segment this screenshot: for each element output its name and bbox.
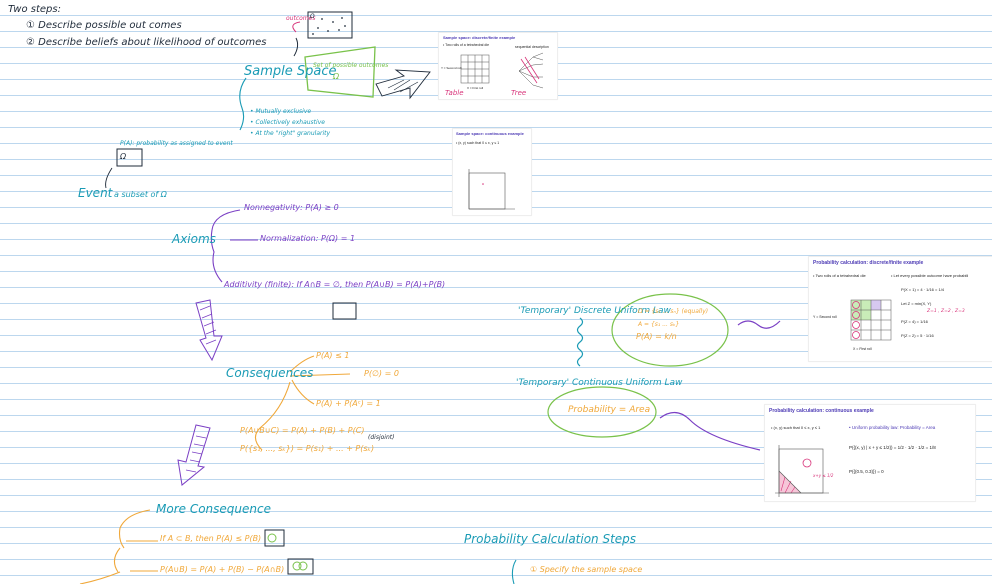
- set-of-outcomes-label: Set of possible outcomes: [313, 62, 389, 69]
- axiom-additivity: Additivity (finite): If A∩B = ∅, then P(…: [224, 280, 446, 289]
- slide-discrete-sample-space: Sample space: discrete/finite example • …: [438, 32, 558, 100]
- more-consequence-title: More Consequence: [156, 502, 271, 516]
- calc-continuous-bullet-1: • (x, y) such that 0 ≤ x, y ≤ 1: [771, 425, 821, 430]
- slide-continuous-figure: [468, 169, 515, 210]
- intro-heading: Two steps:: [8, 4, 61, 15]
- consequences-title: Consequences: [226, 366, 314, 380]
- discrete-uniform-line-2: A = {s₁ ... sₖ}: [638, 321, 680, 328]
- calc-discrete-title: Probability calculation: discrete/finite…: [813, 260, 924, 266]
- calc-continuous-formula: P({(x, y) | x + y ≤ 1/2}) = 1/2 · 1/2 · …: [849, 445, 936, 450]
- event-subtitle: a subset of Ω: [114, 190, 167, 199]
- outcomes-label: outcomes: [286, 15, 316, 22]
- calc-discrete-z-notes: Z=1 , Z=2 , Z=3: [927, 309, 965, 314]
- event-box-symbol: Ω: [120, 152, 127, 161]
- discrete-uniform-title: 'Temporary' Discrete Uniform Law: [518, 306, 671, 316]
- steps-step-1: ① Specify the sample space: [530, 565, 643, 574]
- slide-continuous-bullet: • (x, y) such that 0 ≤ x, y ≤ 1: [456, 141, 500, 145]
- consequence-2: P(∅) = 0: [364, 369, 399, 378]
- table-label: Table: [445, 89, 464, 97]
- discrete-uniform-line-3: P(A) = k/n: [636, 332, 677, 341]
- set-omega-symbol: Ω: [333, 72, 340, 81]
- calc-discrete-bullet-1: • Two rolls of a tetrahedral die: [813, 273, 866, 278]
- slide-calc-continuous: Probability calculation: continuous exam…: [764, 404, 976, 502]
- discrete-uniform-line-1: Ω = {s₁ ... sₙ} (equally): [638, 308, 709, 315]
- slide-discrete-figures: [460, 52, 544, 89]
- calc-discrete-y-axis: Y = Second roll: [813, 315, 837, 319]
- axiom-nonnegativity: Nonnegativity: P(A) ≥ 0: [244, 203, 339, 212]
- consequence-1: P(A) ≤ 1: [316, 351, 350, 360]
- intro-step-1: ① Describe possible out comes: [26, 20, 182, 31]
- consequence-5: P({s₁, ..., sₖ}) = P(s₁) + ... + P(sₖ): [240, 444, 375, 453]
- calc-discrete-x-axis: X = First roll: [853, 347, 872, 351]
- intro-step-2: ② Describe beliefs about likelihood of o…: [26, 37, 267, 48]
- calc-continuous-region: x+y ≤ 1/2: [813, 473, 834, 478]
- slide-discrete-bullet: • Two rolls of a tetrahedral die: [443, 43, 490, 47]
- continuous-uniform-rule: Probability = Area: [568, 405, 651, 415]
- tree-label: Tree: [511, 89, 527, 97]
- slide-x-axis-label: X = First roll: [467, 86, 484, 90]
- more-consequence-1: If A ⊂ B, then P(A) ≤ P(B): [160, 534, 262, 543]
- omega-box-symbol: Ω: [310, 13, 315, 20]
- calc-continuous-figure: [775, 445, 829, 497]
- calc-continuous-uniform: • Uniform probability law: Probability =…: [849, 425, 936, 430]
- calc-discrete-p2: P(Z = 4) = 1/16: [901, 319, 928, 324]
- calc-discrete-let: Let Z = min(X, Y): [901, 301, 932, 306]
- calc-discrete-grid: [850, 299, 892, 341]
- calc-continuous-formula-2: P({(0.5, 0.3)}) = 0: [849, 469, 884, 474]
- calc-discrete-bullet-2: • Let every possible outcome have probab…: [891, 273, 969, 278]
- disjoint-note: (disjoint): [368, 434, 395, 441]
- slide-discrete-title: Sample space: discrete/finite example: [443, 35, 516, 40]
- slide-calc-discrete: Probability calculation: discrete/finite…: [808, 256, 992, 362]
- consequence-4: P(A∪B∪C) = P(A) + P(B) + P(C): [240, 426, 365, 435]
- slide-y-axis-label: Y = Second roll: [441, 66, 462, 70]
- calc-discrete-p3: P(Z = 2) = 5 · 1/16: [901, 333, 934, 338]
- sample-space-title: Sample Space: [244, 64, 337, 79]
- axiom-normalization: Normalization: P(Ω) = 1: [260, 234, 356, 243]
- calc-discrete-p1: P(X = 1) = 4 · 1/16 = 1/4: [901, 287, 945, 292]
- consequence-3: P(A) + P(Aᶜ) = 1: [316, 399, 381, 408]
- property-collectively-exhaustive: • Collectively exhaustive: [250, 119, 325, 126]
- axioms-title: Axioms: [172, 232, 216, 246]
- event-title: Event: [78, 186, 113, 200]
- continuous-uniform-title: 'Temporary' Continuous Uniform Law: [516, 378, 683, 388]
- steps-title: Probability Calculation Steps: [464, 532, 637, 546]
- property-mutually-exclusive: • Mutually exclusive: [250, 108, 312, 115]
- more-consequence-2: P(A∪B) = P(A) + P(B) − P(A∩B): [160, 565, 285, 574]
- property-granularity: • At the "right" granularity: [250, 130, 331, 137]
- slide-continuous-sample-space: Sample space: continuous example • (x, y…: [452, 128, 532, 216]
- calc-continuous-title: Probability calculation: continuous exam…: [769, 408, 874, 414]
- probability-assigned-note: P(A): probability as assigned to event: [120, 140, 233, 147]
- slide-sequential-label: sequential description: [515, 45, 549, 49]
- slide-continuous-title: Sample space: continuous example: [456, 131, 524, 136]
